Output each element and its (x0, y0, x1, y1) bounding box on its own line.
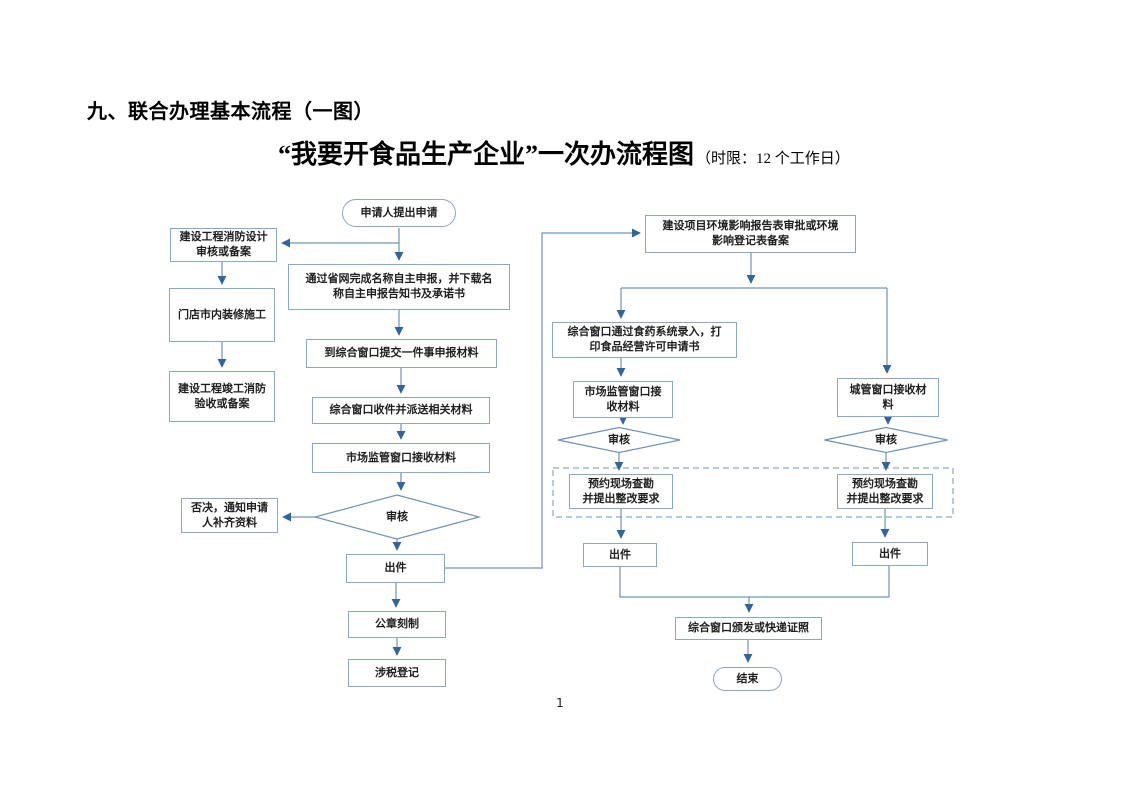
flowchart-title-time-limit: （时限：12 个工作日） (696, 151, 850, 167)
flow-node-cityadmin-receive: 城管窗口接收材 料 (837, 378, 939, 417)
flow-node-env-impact-approval: 建设项目环境影响报告表审批或环境 影响登记表备案 (645, 215, 856, 253)
flow-node-fire-design-review: 建设工程消防设计 审核或备案 (170, 228, 277, 262)
flow-node-market-window-receive: 市场监管窗口接收材料 (312, 443, 490, 473)
section-heading: 九、联合办理基本流程（一图） (87, 99, 374, 123)
decision-diamond-left-audit (557, 426, 681, 454)
flow-node-market-right-receive: 市场监管窗口接 收材料 (573, 381, 673, 418)
flow-node-survey-right: 预约现场查勘 并提出整改要求 (837, 474, 933, 509)
flow-node-survey-left: 预约现场查勘 并提出整改要求 (569, 474, 673, 509)
flow-node-province-net-declare: 通过省网完成名称自主申报，并下载名 称自主申报告知书及承诺书 (288, 264, 510, 310)
flow-node-issue-main: 出件 (346, 554, 445, 583)
flow-node-receive-dispatch: 综合窗口收件并派送相关材料 (312, 397, 490, 424)
flow-node-tax-registration: 涉税登记 (348, 659, 446, 687)
page-number: 1 (556, 696, 564, 710)
flow-node-reject-notify: 否决，通知申请 人补齐资料 (181, 498, 278, 533)
flow-node-seal-engraving: 公章刻制 (348, 611, 446, 638)
flow-node-submit-materials: 到综合窗口提交一件事申报材料 (306, 339, 497, 368)
flow-node-end: 结束 (713, 667, 782, 691)
flow-node-issue-right: 出件 (852, 542, 928, 566)
decision-diamond-main-audit (312, 494, 482, 540)
flow-node-fire-acceptance: 建设工程竣工消防 验收或备案 (169, 371, 275, 422)
flow-label-main-audit: 审核 (386, 510, 408, 523)
on-site-survey-dashed-region (552, 467, 954, 518)
flow-label-right-audit: 审核 (875, 433, 897, 446)
flow-node-license-delivery: 综合窗口颁发或快递证照 (675, 617, 822, 640)
flowchart-title: “我要开食品生产企业”一次办流程图 （时限：12 个工作日） (278, 134, 850, 171)
flow-node-start: 申请人提出申请 (342, 199, 456, 227)
flow-label-left-audit: 审核 (608, 433, 630, 446)
flow-node-shop-decoration: 门店市内装修施工 (169, 288, 275, 342)
decision-diamond-right-audit (824, 426, 948, 454)
flow-node-issue-left: 出件 (583, 543, 657, 567)
flow-node-food-system-entry: 综合窗口通过食药系统录入，打 印食品经营许可申请书 (552, 322, 737, 358)
flowchart-title-main: “我要开食品生产企业”一次办流程图 (278, 140, 695, 169)
